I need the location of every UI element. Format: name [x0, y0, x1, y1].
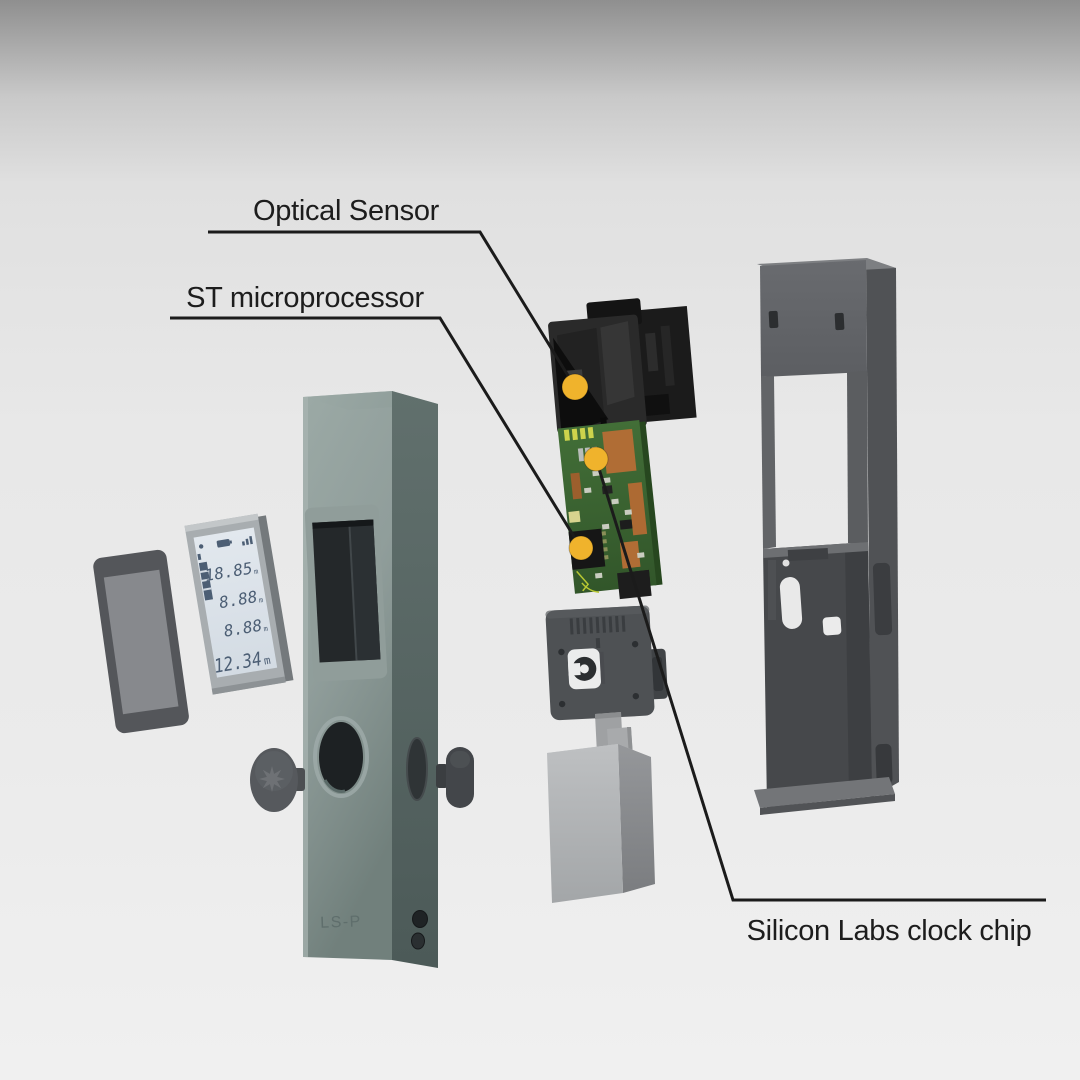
pcb-edge — [637, 421, 663, 586]
rear-housing — [754, 258, 899, 815]
rear-housing-side — [866, 260, 899, 798]
rear-housing-base — [754, 777, 895, 808]
callout-label-st-microprocessor: ST microprocessor — [186, 282, 424, 314]
measure-button — [250, 748, 305, 812]
window-left-strut — [761, 376, 776, 549]
lcd-display-module: 18.85 m 8.88 m 8.88 m 12.34 m — [184, 513, 294, 695]
body-side-face — [392, 391, 438, 968]
lcd-status-icons — [198, 535, 253, 549]
lcd-row-4-unit: m — [263, 654, 272, 668]
lcd-row-1-unit: m — [253, 567, 258, 576]
button-hole — [313, 716, 369, 798]
side-button-recess — [406, 737, 428, 801]
callout-dot-st-microprocessor — [568, 535, 594, 561]
battery-icon — [216, 538, 233, 548]
battery — [547, 727, 655, 903]
buzzer-element — [567, 648, 606, 690]
signal-strength-icon — [241, 535, 253, 546]
leader-line-optical-sensor — [208, 230, 577, 388]
lcd-row-2-unit: m — [258, 596, 263, 605]
display-window — [304, 504, 388, 682]
optical-sensor-module — [548, 298, 697, 434]
leader-line-silicon-labs — [594, 458, 1046, 902]
glass-lens-panel — [93, 549, 189, 734]
callout-dot-silicon-labs — [583, 446, 609, 472]
front-housing: LS-P — [303, 391, 438, 968]
vent-slots — [569, 615, 626, 649]
lcd-row-3-unit: m — [263, 625, 268, 634]
star-icon — [259, 766, 285, 792]
device-ruler-icon — [197, 553, 214, 601]
callout-dot-optical-sensor — [561, 373, 589, 401]
side-button — [436, 747, 474, 808]
main-pcb — [557, 420, 663, 600]
laser-dot-icon — [198, 544, 204, 549]
callout-label-silicon-labs: Silicon Labs clock chip — [747, 915, 1032, 947]
lcd-screen — [193, 527, 278, 678]
window-right-strut — [847, 371, 868, 543]
rear-housing-head — [760, 260, 867, 377]
side-port-upper — [412, 910, 428, 928]
side-port-lower — [411, 932, 425, 950]
buzzer-module — [545, 605, 668, 721]
leader-line-st-microprocessor — [170, 316, 583, 549]
callout-label-optical-sensor: Optical Sensor — [253, 195, 440, 227]
model-label: LS-P — [320, 913, 362, 931]
